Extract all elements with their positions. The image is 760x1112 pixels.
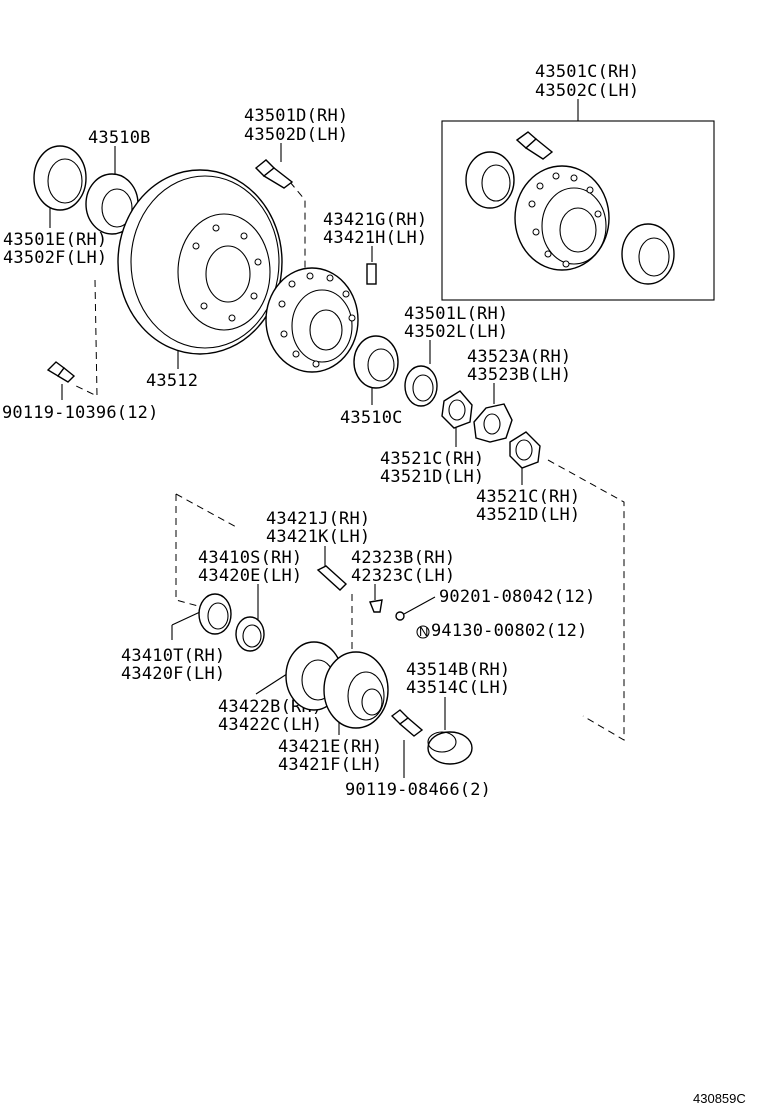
label-lockwasher-rh: 43523A(RH) [467, 347, 571, 367]
label-bearing-inner: 43510C [340, 408, 403, 428]
claw-washer [404, 365, 438, 407]
hub-assy-bolt [515, 131, 554, 160]
label-washer-lh: 43502L(LH) [404, 322, 508, 342]
n-symbol: N [419, 624, 428, 639]
hub-stud [316, 565, 348, 591]
label-seal-lh: 43502F(LH) [3, 248, 107, 268]
label-rotor: 43512 [146, 371, 198, 391]
lock-nut-1 [441, 390, 473, 429]
hub-bolt [254, 159, 294, 189]
hub-cap [427, 731, 473, 765]
label-stud-lh: 43421K(LH) [266, 527, 370, 547]
rotor-bolt [46, 361, 76, 383]
figure-code: 430859C [693, 1091, 746, 1106]
label-nut1-lh: 43521D(LH) [380, 467, 484, 487]
label-washer-rh: 43501L(RH) [404, 304, 508, 324]
assembly-lines-upper [71, 181, 625, 741]
label-hub-assy-rh: 43501C(RH) [535, 62, 639, 82]
label-seal-rh: 43501E(RH) [3, 230, 107, 250]
label-flange-rh: 43421E(RH) [278, 737, 382, 757]
hub-assy-outer-bearing [465, 151, 515, 209]
hub-assy-hub [514, 165, 610, 271]
label-hub-bolt-rh: 43501D(RH) [244, 106, 348, 126]
inner-bearing [353, 335, 399, 389]
label-bolt-08466: 90119-08466(2) [345, 780, 491, 800]
free-wheel-flange [323, 651, 389, 729]
oil-seal [33, 145, 87, 211]
label-nut-00802: 94130-00802(12) [431, 621, 588, 641]
disc-rotor [117, 169, 283, 355]
flange-bolt [390, 709, 424, 737]
snap-ring [235, 616, 265, 652]
lock-nut-2 [509, 431, 541, 469]
hex-nut: N [416, 624, 430, 639]
label-seal3-lh: 43420F(LH) [121, 664, 225, 684]
label-cone-rh: 42323B(RH) [351, 548, 455, 568]
label-gasket-lh: 43422C(LH) [218, 715, 322, 735]
hub-assy-box [441, 120, 715, 301]
label-flange-lh: 43421F(LH) [278, 755, 382, 775]
cone-washer [369, 599, 383, 613]
label-nut1-rh: 43521C(RH) [380, 449, 484, 469]
label-hub-bolt-lh: 43502D(LH) [244, 125, 348, 145]
label-bolt-10396: 90119-10396(12) [2, 403, 159, 423]
label-seal2-rh: 43410S(RH) [198, 548, 302, 568]
label-hub-assy-lh: 43502C(LH) [535, 81, 639, 101]
hub-assy-inner-bearing [621, 223, 675, 285]
label-lockwasher-lh: 43523B(LH) [467, 365, 571, 385]
lock-washer [473, 403, 513, 443]
label-seal2-lh: 43420E(LH) [198, 566, 302, 586]
label-cap-lh: 43514C(LH) [406, 678, 510, 698]
oil-seal-lower [198, 593, 232, 635]
assembly-lines-lower [175, 493, 353, 650]
knock-pin [366, 263, 377, 285]
label-cone-lh: 42323C(LH) [351, 566, 455, 586]
label-pin-rh: 43421G(RH) [323, 210, 427, 230]
label-pin-lh: 43421H(LH) [323, 228, 427, 248]
label-nut2-lh: 43521D(LH) [476, 505, 580, 525]
leader-lines-upper [49, 99, 579, 485]
axle-hub [265, 267, 359, 373]
label-cap-rh: 43514B(RH) [406, 660, 510, 680]
plain-washer [395, 611, 405, 621]
label-seal3-rh: 43410T(RH) [121, 646, 225, 666]
label-stud-rh: 43421J(RH) [266, 509, 370, 529]
label-washer-08042: 90201-08042(12) [439, 587, 596, 607]
label-bearing-outer: 43510B [88, 128, 151, 148]
label-nut2-rh: 43521C(RH) [476, 487, 580, 507]
